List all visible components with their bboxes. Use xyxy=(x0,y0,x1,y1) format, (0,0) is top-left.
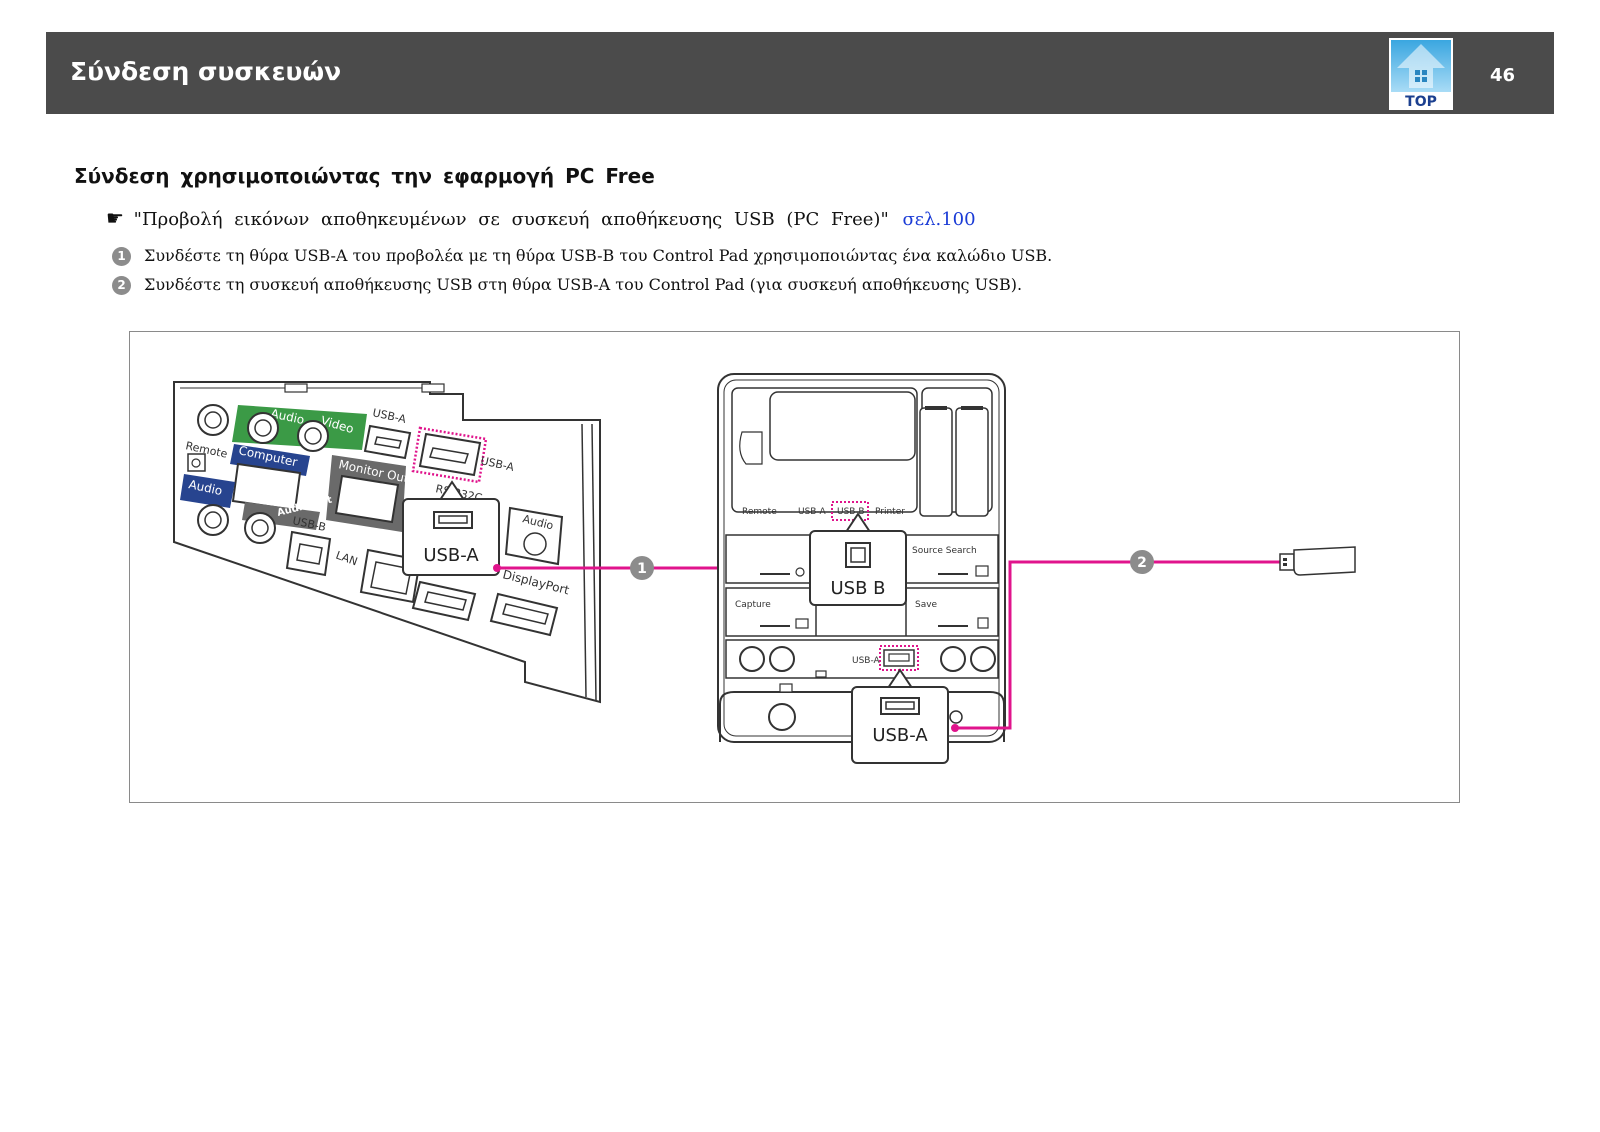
pad-label-usb-a-front: USB-A xyxy=(852,656,881,666)
reference-line: ☛ "Προβολή εικόνων αποθηκευμένων σε συσκ… xyxy=(106,206,976,230)
top-button[interactable]: TOP xyxy=(1389,38,1453,110)
step-2-number: 2 xyxy=(112,276,131,295)
chapter-title: Σύνδεση συσκευών xyxy=(70,57,342,86)
page-header: Σύνδεση συσκευών TOP 46 xyxy=(46,32,1554,114)
step-2: 2 Συνδέστε τη συσκευή αποθήκευσης USB στη… xyxy=(112,275,1022,295)
pad-label-source-search: Source Search xyxy=(912,546,977,556)
marker-1: 1 xyxy=(637,561,647,577)
usb-storage-device xyxy=(1279,546,1356,576)
home-icon: TOP xyxy=(1389,38,1453,110)
step-2-text: Συνδέστε τη συσκευή αποθήκευσης USB στη … xyxy=(144,275,1023,294)
pad-label-usb-b: USB-B xyxy=(837,507,865,517)
laptop-icon xyxy=(815,670,827,678)
connection-diagram: Audio Video Remote Computer Audio Monito xyxy=(129,331,1460,803)
reference-link[interactable]: σελ.100 xyxy=(902,209,976,230)
camera-icon xyxy=(795,618,809,629)
marker-2: 2 xyxy=(1137,555,1147,571)
page-number: 46 xyxy=(1490,65,1516,86)
step-1: 1 Συνδέστε τη θύρα USB-A του προβολέα με … xyxy=(112,246,1052,266)
callout-usb-a-projector: USB-A xyxy=(423,545,479,566)
step-1-text: Συνδέστε τη θύρα USB-A του προβολέα με τ… xyxy=(144,246,1053,265)
usb-cable-2: 2 xyxy=(951,550,1285,732)
pad-label-usb-a: USB-A xyxy=(798,507,827,517)
reference-text: "Προβολή εικόνων αποθηκευμένων σε συσκευ… xyxy=(133,209,889,230)
callout-usb-b-pad: USB B xyxy=(830,578,885,599)
pad-label-capture: Capture xyxy=(735,600,771,610)
section-title: Σύνδεση χρησιμοποιώντας την εφαρμογή PC … xyxy=(74,164,655,188)
callout-usb-a-pad: USB-A xyxy=(872,725,928,746)
save-icon xyxy=(977,617,989,629)
pad-label-save: Save xyxy=(915,600,938,610)
top-label: TOP xyxy=(1405,94,1437,110)
label-audio-top: Audio xyxy=(269,406,305,427)
pointing-hand-icon: ☛ xyxy=(106,206,124,230)
step-1-number: 1 xyxy=(112,247,131,266)
label-audio-left: Audio xyxy=(187,477,223,498)
control-pad: Remote USB-A USB-B Printer Source Search… xyxy=(717,373,1006,764)
pad-label-printer: Printer xyxy=(875,507,905,517)
pad-label-remote: Remote xyxy=(742,507,777,517)
projector-rear-panel: Audio Video Remote Computer Audio Monito xyxy=(173,381,601,704)
